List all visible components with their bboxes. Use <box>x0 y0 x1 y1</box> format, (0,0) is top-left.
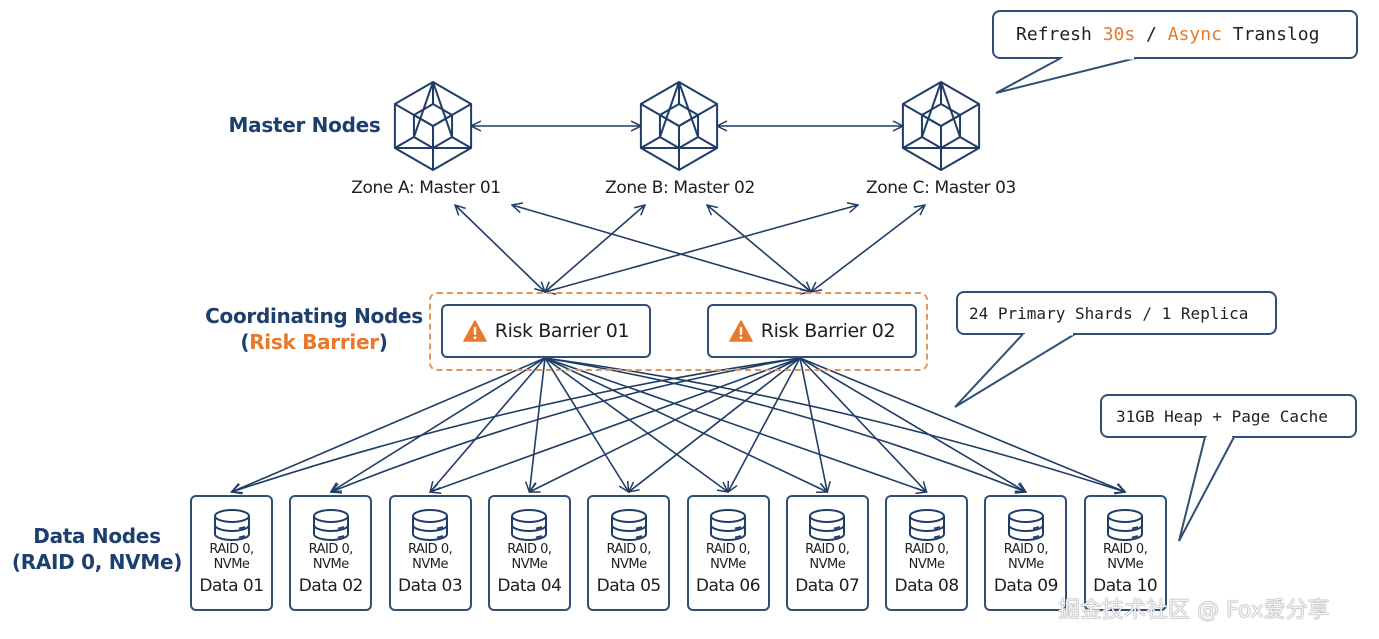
coordinator-data-link <box>331 357 546 492</box>
data-node-name: Data 05 <box>596 576 662 596</box>
master-node-1[interactable] <box>393 81 473 171</box>
master-tier-title: Master Nodes <box>228 113 381 137</box>
translog-mode: Async <box>1167 24 1222 45</box>
coordinator-node-2[interactable]: Risk Barrier 02 <box>707 304 917 358</box>
coordinator-data-link <box>799 357 827 492</box>
master-tier-label: Master Nodes <box>222 113 387 137</box>
coordinator-data-link <box>232 357 546 492</box>
data-node-spec: RAID 0, NVMe <box>1103 542 1148 572</box>
master-coordinator-link <box>512 205 811 292</box>
coordinator-data-link <box>728 357 801 492</box>
shards-callout <box>954 291 1277 408</box>
database-icon <box>610 509 647 541</box>
coordinator-data-link <box>544 357 728 492</box>
edges-layer <box>232 126 1126 492</box>
coordinating-group <box>429 292 928 371</box>
warning-triangle-icon <box>729 320 753 342</box>
coordinator-data-link <box>430 357 546 492</box>
data-node-spec: RAID 0, NVMe <box>805 542 850 572</box>
coordinator-data-link <box>799 357 1125 492</box>
database-icon <box>1007 509 1044 541</box>
coordinator-data-link <box>799 357 927 492</box>
database-icon <box>213 509 250 541</box>
data-node-spec: RAID 0, NVMe <box>209 542 254 572</box>
data-node-name: Data 04 <box>497 576 562 596</box>
coordinator-data-link <box>331 357 801 492</box>
data-node-name: Data 01 <box>199 576 264 596</box>
masters-layer <box>393 81 981 171</box>
coordinator-label: Risk Barrier 01 <box>494 320 630 342</box>
data-node-spec: RAID 0, NVMe <box>606 542 652 572</box>
data-node[interactable]: RAID 0, NVMe Data 05 <box>587 495 671 611</box>
coordinator-data-link <box>529 357 801 492</box>
shards-callout-text: 24 Primary Shards / 1 Replica <box>969 304 1249 323</box>
data-node-spec: RAID 0, NVMe <box>308 542 354 572</box>
data-node[interactable]: RAID 0, NVMe Data 08 <box>885 495 969 611</box>
coordinator-data-link <box>529 357 546 492</box>
coordinator-data-link <box>544 357 927 492</box>
warning-triangle-icon <box>463 320 487 342</box>
data-node-spec: RAID 0, NVMe <box>904 542 949 572</box>
data-node-name: Data 02 <box>298 576 364 596</box>
data-node[interactable]: RAID 0, NVMe Data 01 <box>190 495 273 611</box>
data-node[interactable]: RAID 0, NVMe Data 07 <box>785 495 869 611</box>
data-node-name: Data 07 <box>795 576 860 596</box>
refresh-callout <box>992 10 1358 94</box>
data-node[interactable]: RAID 0, NVMe Data 02 <box>289 495 373 611</box>
coordinating-tier-label: Coordinating Nodes (Risk Barrier) <box>198 303 430 355</box>
database-icon <box>1107 509 1144 541</box>
coordinator-data-link <box>544 357 629 492</box>
database-icon <box>412 509 449 541</box>
risk-barrier-accent: Risk Barrier <box>249 330 379 354</box>
data-node[interactable]: RAID 0, NVMe Data 10 <box>1083 495 1167 611</box>
master-caption-1: Zone A: Master 01 <box>351 178 501 198</box>
data-tier-title: Data Nodes <box>33 524 161 548</box>
data-node-name: Data 10 <box>1093 576 1158 596</box>
data-node-spec: RAID 0, NVMe <box>705 542 751 572</box>
data-node[interactable]: RAID 0, NVMe Data 04 <box>487 495 571 611</box>
coordinating-tier-subtitle: (Risk Barrier) <box>240 330 388 354</box>
database-icon <box>908 509 945 541</box>
master-node-2[interactable] <box>639 81 719 171</box>
master-coordinator-link <box>545 205 858 292</box>
data-node-name: Data 08 <box>894 576 960 596</box>
data-node-spec: RAID 0, NVMe <box>407 542 453 572</box>
master-node-3[interactable] <box>901 81 981 171</box>
master-coordinator-link <box>545 205 645 292</box>
master-coordinator-link <box>455 205 545 292</box>
coordinator-data-link <box>799 357 1026 492</box>
coordinating-tier-title: Coordinating Nodes <box>205 304 423 328</box>
data-tier-label: Data Nodes (RAID 0, NVMe) <box>8 523 186 575</box>
master-caption-3: Zone C: Master 03 <box>866 178 1016 198</box>
data-node-name: Data 03 <box>398 576 463 596</box>
master-caption-2: Zone B: Master 02 <box>605 178 755 198</box>
database-icon <box>710 509 746 541</box>
master-coordinator-link <box>707 205 811 292</box>
data-node[interactable]: RAID 0, NVMe Data 09 <box>984 495 1068 611</box>
database-icon <box>312 509 349 541</box>
master-coordinator-link <box>811 205 925 292</box>
refresh-interval: 30s <box>1102 24 1136 45</box>
coordinator-node-1[interactable]: Risk Barrier 01 <box>441 304 651 358</box>
database-icon <box>511 509 548 541</box>
coordinator-data-link <box>629 357 801 492</box>
coordinator-data-link <box>430 357 801 492</box>
data-node-spec: RAID 0, NVMe <box>1003 542 1049 572</box>
data-node-name: Data 06 <box>695 576 761 596</box>
coordinator-data-link <box>544 357 827 492</box>
heap-callout-text: 31GB Heap + Page Cache <box>1116 407 1328 426</box>
data-node[interactable]: RAID 0, NVMe Data 03 <box>388 495 472 611</box>
heap-callout <box>1100 394 1357 542</box>
coordinator-label: Risk Barrier 02 <box>760 320 896 342</box>
database-icon <box>809 509 846 541</box>
watermark: 掘金技术社区 @ Fox爱分享 <box>1058 598 1330 623</box>
data-node[interactable]: RAID 0, NVMe Data 06 <box>686 495 770 611</box>
data-tier-subtitle: (RAID 0, NVMe) <box>11 550 183 574</box>
data-node-name: Data 09 <box>993 576 1059 596</box>
callouts-layer <box>954 10 1358 542</box>
refresh-callout-text: Refresh 30s / Async Translog <box>1016 24 1320 45</box>
data-node-spec: RAID 0, NVMe <box>507 542 552 572</box>
